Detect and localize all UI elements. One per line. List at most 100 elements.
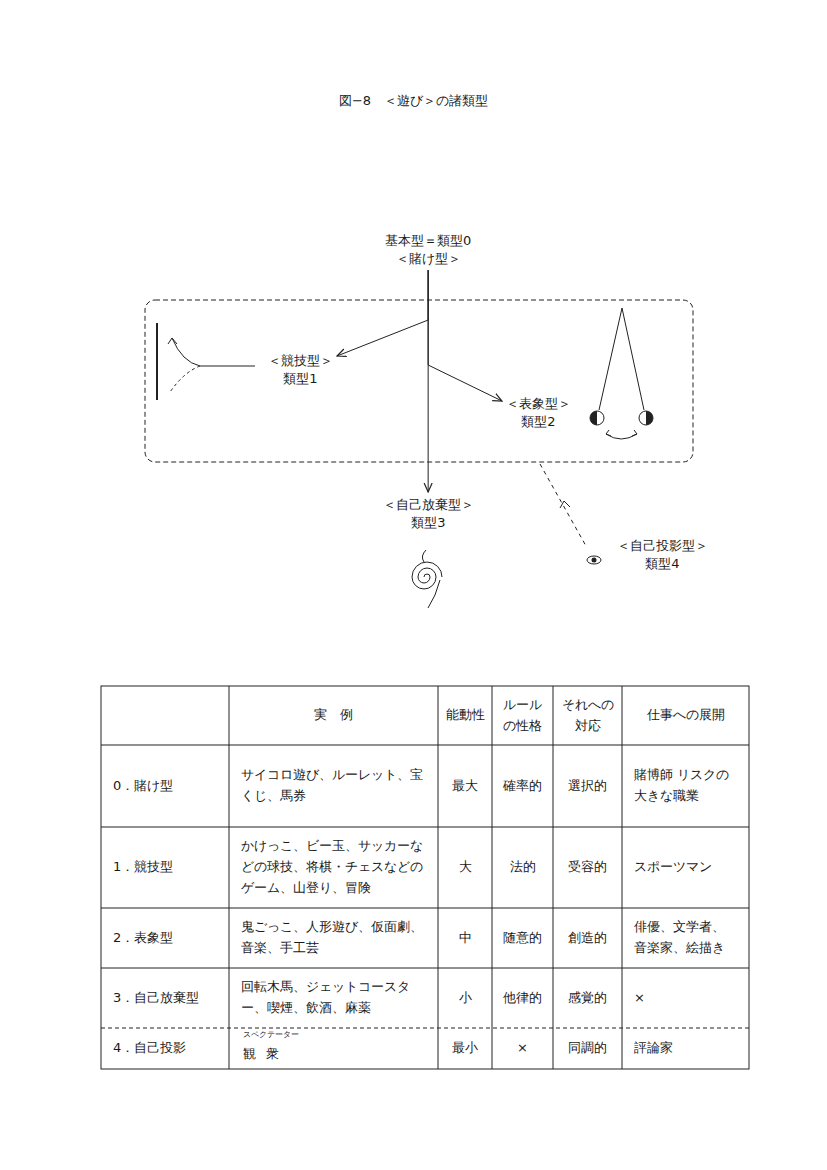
table-cell: 俳優、文学者、音楽家、絵描き [622,908,749,968]
cell-text: 受容的 [568,857,607,878]
table-cell: 賭博師 リスクの大きな職業 [622,745,749,827]
table-cell: ルールの性格 [492,686,553,745]
dashed-region [145,300,693,462]
cell-text: 最大 [452,776,478,797]
table-cell: 中 [438,908,492,968]
cell-text: 感覚的 [568,988,607,1009]
figure-line [622,308,644,410]
table-cell: 2．表象型 [101,908,229,968]
table-cell: スポーツマン [622,827,749,908]
table-cell: 能動性 [438,686,492,745]
wall-bar [156,323,158,400]
branch-head [168,338,177,344]
node-text: 基本型＝類型0 [385,232,471,250]
cell-text: 1．競技型 [113,857,173,878]
node-text: ＜賭け型＞ [385,250,471,268]
half-circle [639,411,653,425]
cell-text: 確率的 [503,776,542,797]
table-cell: それへの対応 [553,686,622,745]
connector-arrow [428,270,429,492]
node-text: ＜表象型＞ [506,395,571,413]
node-text: ＜自己投影型＞ [617,537,708,555]
table-cell: 実 例 [229,686,438,745]
table-cell: 他律的 [492,968,553,1028]
cell-text: × [634,988,645,1009]
table-cell: 3．自己放棄型 [101,968,229,1028]
cell-text: 法的 [510,857,536,878]
connector-arrow [428,270,502,401]
cell-text: サイコロ遊び、ルーレット、宝くじ、馬券 [241,765,426,807]
node-text: 類型3 [383,514,474,532]
table-cell: 法的 [492,827,553,908]
half-circle [590,411,604,425]
diagram-title: 図−8 ＜遊び＞の諸類型 [0,92,827,110]
table-cell: 大 [438,827,492,908]
projection-line [540,464,586,546]
table-cell: 選択的 [553,745,622,827]
cell-text: 同調的 [568,1038,607,1059]
cell-text: 観衆 [243,1044,289,1065]
cell-text: 俳優、文学者、音楽家、絵描き [634,917,737,959]
table-cell: 創造的 [553,908,622,968]
table-cell: 鬼ごっこ、人形遊び、仮面劇、音楽、手工芸 [229,908,438,968]
cell-text: 3．自己放棄型 [113,988,199,1009]
cell-text: 実 例 [314,705,353,726]
type-label: ＜表象型＞類型2 [506,395,571,430]
figure-line [599,308,622,410]
node-text: 類型4 [617,555,708,573]
node-text: ＜自己放棄型＞ [383,496,474,514]
branch-line [172,338,255,366]
half-fill [646,411,653,425]
table-cell: サイコロ遊び、ルーレット、宝くじ、馬券 [229,745,438,827]
node-text: 類型2 [506,413,571,431]
type-label: ＜自己放棄型＞類型3 [383,496,474,531]
exchange-arrow [606,434,637,439]
node-text: ＜競技型＞ [268,352,333,370]
cell-text: 随意的 [503,928,542,949]
cell-text: 評論家 [634,1038,673,1059]
node-text: 類型1 [268,370,333,388]
table-cell: 観衆 [243,1041,363,1067]
cell-text: 0．賭け型 [113,776,173,797]
cell-text: 中 [459,928,472,949]
cell-text: 最小 [452,1038,478,1059]
cell-text: 仕事への展開 [647,705,725,726]
cell-text: 選択的 [568,776,607,797]
type-label: ＜自己投影型＞類型4 [617,537,708,572]
spiral-tail [422,550,440,608]
cell-text: 小 [459,988,472,1009]
table-cell: かけっこ、ビー玉、サッカーなどの球技、将棋・チェスなどのゲーム、山登り、冒険 [229,827,438,908]
table-cell: 確率的 [492,745,553,827]
half-fill [590,411,597,425]
table-cell: 最大 [438,745,492,827]
cell-text: 賭博師 リスクの大きな職業 [634,765,737,807]
table-cell: 受容的 [553,827,622,908]
table-cell: 感覚的 [553,968,622,1028]
eye [587,556,601,564]
cell-text: スポーツマン [634,857,712,878]
table-cell: 小 [438,968,492,1028]
cell-text: それへの対応 [559,695,616,737]
table-cell: 回転木馬、ジェットコースター、喫煙、飲酒、麻薬 [229,968,438,1028]
projection-head [560,501,570,508]
exchange-heads [606,430,637,436]
table-cell: 同調的 [553,1028,622,1069]
spiral [412,562,442,589]
cell-text: × [517,1038,528,1059]
cell-text: 能動性 [446,705,485,726]
cell-text: ルールの性格 [498,695,547,737]
table-cell: 1．競技型 [101,827,229,908]
table-cell: 4．自己投影 [101,1028,229,1069]
connector-arrow [337,270,428,356]
table-cell: 評論家 [622,1028,749,1069]
cell-text: スペクテーター [243,1031,299,1039]
table-cell: 0．賭け型 [101,745,229,827]
cell-text: 2．表象型 [113,928,173,949]
branch-dashed [170,366,200,392]
type-label: ＜競技型＞類型1 [268,352,333,387]
table-cell: × [622,968,749,1028]
table-cell: 仕事への展開 [622,686,749,745]
table-grid [101,686,749,1069]
eye-pupil [592,558,597,563]
cell-text: かけっこ、ビー玉、サッカーなどの球技、将棋・チェスなどのゲーム、山登り、冒険 [241,836,426,898]
